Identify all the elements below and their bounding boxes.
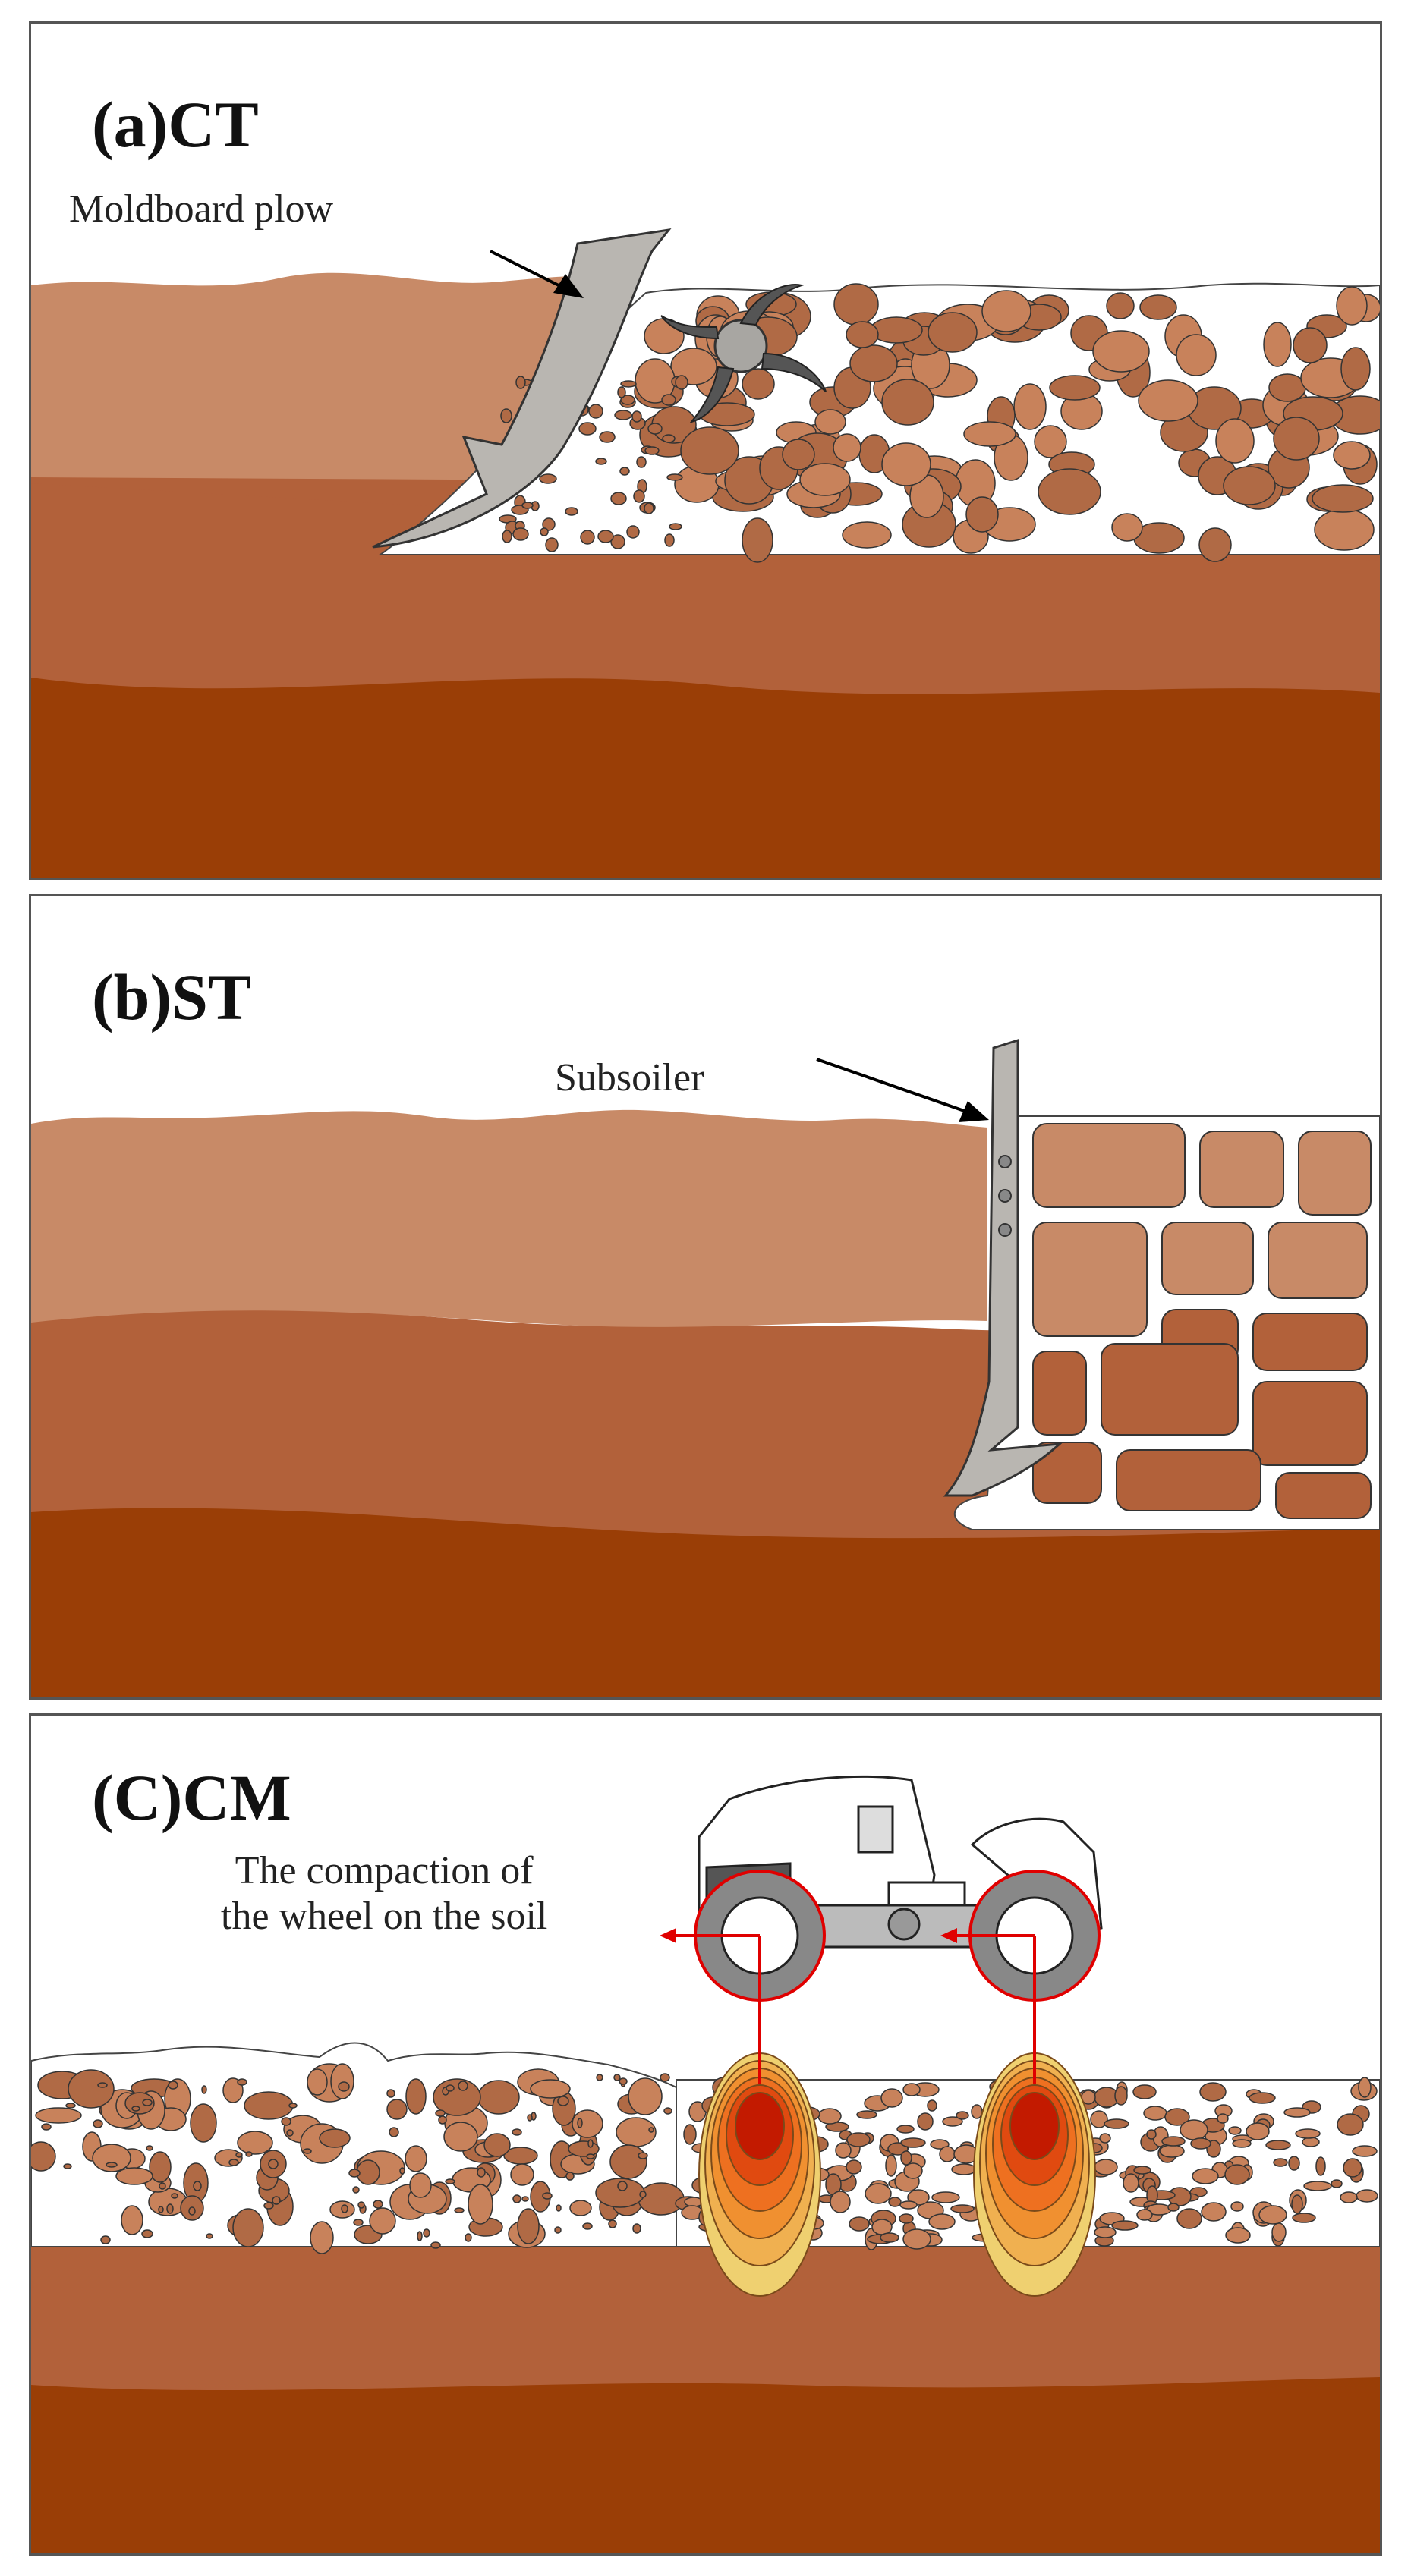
label-arrow <box>816 1058 969 1114</box>
panel-c-illustration <box>31 1716 1380 2553</box>
moldboard-plow-label: Moldboard plow <box>69 187 334 231</box>
soil-blocks <box>1032 1123 1372 1519</box>
middle-soil-layer <box>31 2247 1380 2391</box>
subsoil-layer <box>31 2376 1380 2553</box>
panel-conventional-tillage: (a)CT Moldboard plow <box>29 21 1382 880</box>
compaction-label: The compaction of the wheel on the soil <box>221 1848 547 1939</box>
subsoil-layer <box>31 676 1380 878</box>
panel-a-illustration <box>31 24 1380 878</box>
compaction-label-line1: The compaction of <box>235 1849 534 1892</box>
panel-compaction: (C)CM The compaction of the wheel on the… <box>29 1713 1382 2556</box>
moldboard-plow-icon <box>372 228 672 549</box>
subsoiler-icon <box>943 1038 1063 1497</box>
topsoil-layer <box>31 1109 987 1327</box>
pressure-bulb-icon <box>698 2052 821 2297</box>
rotary-tiller-icon <box>660 284 827 423</box>
topsoil-layer <box>31 272 608 486</box>
force-arrows <box>660 1928 1036 2084</box>
subsoil-layer <box>31 1506 1380 1697</box>
panel-c-title: (C)CM <box>92 1761 291 1834</box>
pressure-bulb-icon <box>973 2052 1096 2297</box>
panel-b-title: (b)ST <box>92 961 252 1033</box>
subsoiler-label: Subsoiler <box>555 1056 704 1099</box>
middle-soil-layer <box>31 471 1380 694</box>
label-arrow <box>490 250 567 291</box>
panel-subsoiling: (b)ST Subsoiler <box>29 894 1382 1700</box>
panel-a-title: (a)CT <box>92 88 259 161</box>
panel-b-illustration <box>31 896 1380 1697</box>
compaction-label-line2: the wheel on the soil <box>221 1894 548 1938</box>
